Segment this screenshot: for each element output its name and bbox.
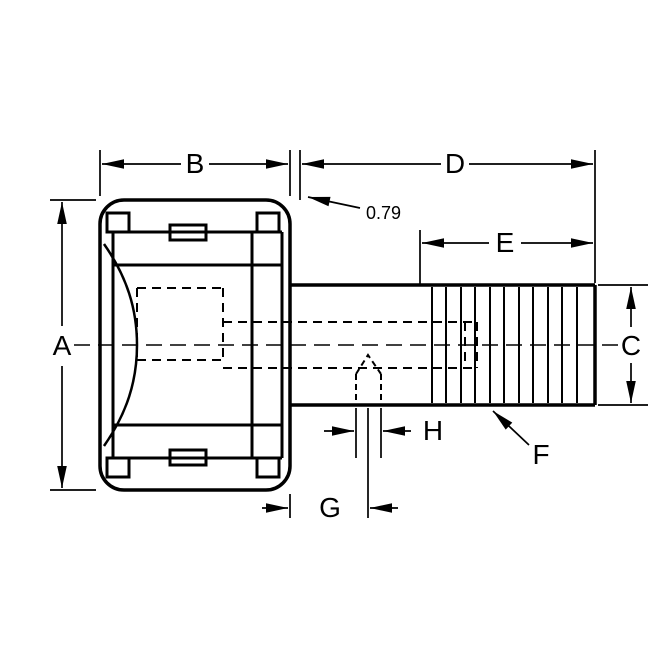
dim-label-h: H (423, 415, 443, 446)
dim-label-c: C (621, 330, 641, 361)
hidden-detail-lines (136, 287, 478, 369)
lubrication-hole-hidden (355, 353, 382, 404)
dim-a (50, 199, 96, 491)
seal-tab (255, 456, 281, 479)
dim-b (99, 150, 291, 196)
dim-label-a: A (53, 330, 72, 361)
stud-outline (290, 283, 597, 407)
offset-leader-line (307, 196, 361, 209)
drill-point (355, 353, 382, 375)
dim-c (598, 284, 648, 406)
offset-value-label: 0.79 (366, 203, 401, 223)
dim-label-e: E (496, 227, 515, 258)
dim-e (419, 230, 593, 284)
dim-h (324, 408, 411, 458)
dim-d (299, 150, 596, 283)
dim-label-g: G (319, 492, 341, 523)
seal-tab (105, 456, 131, 479)
dim-g (262, 408, 398, 518)
offset-leader (307, 196, 361, 209)
seal-tab (105, 211, 131, 234)
dim-label-b: B (186, 148, 205, 179)
roller-element-bottom (168, 448, 208, 467)
dim-f-leader-line (492, 410, 530, 446)
dim-label-f: F (532, 439, 549, 470)
dim-label-d: D (445, 148, 465, 179)
roller-element-top (168, 223, 208, 242)
dim-f-leader (492, 410, 530, 446)
seal-tab (255, 211, 281, 234)
